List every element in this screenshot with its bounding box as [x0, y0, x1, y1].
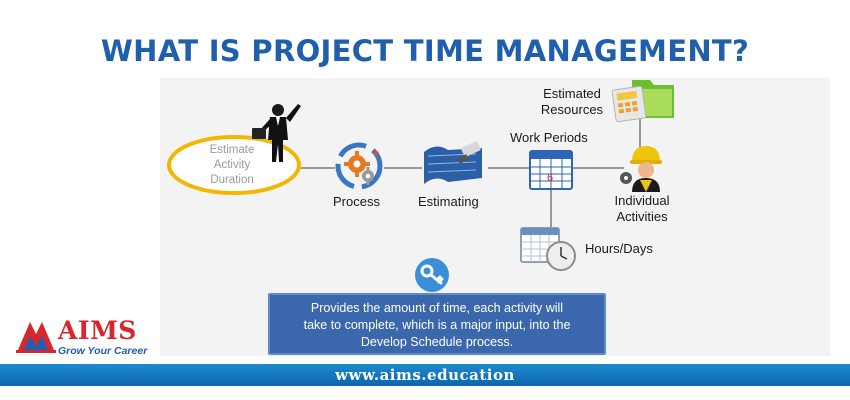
blueprint-icon: [424, 141, 482, 184]
estimated-resources-line-2: Resources: [540, 102, 604, 117]
folder-calculator-icon: [611, 80, 674, 123]
logo-name: AIMS: [58, 316, 137, 345]
calendar-icon: 6: [529, 150, 573, 190]
page-title: WHAT IS PROJECT TIME MANAGEMENT?: [100, 34, 750, 68]
individual-activities-line-1: Individual: [614, 193, 670, 208]
info-box: Provides the amount of time, each activi…: [268, 293, 606, 355]
info-line-3: Develop Schedule process.: [360, 335, 514, 349]
estimated-resources-label: Estimated Resources: [540, 86, 604, 118]
worker-icon: [620, 146, 662, 192]
key-icon: [415, 258, 449, 292]
process-label: Process: [333, 194, 380, 209]
footer-url[interactable]: www.aims.education: [335, 366, 515, 384]
footer-bottom-strip: [0, 386, 850, 400]
individual-activities-line-2: Activities: [616, 209, 668, 224]
svg-text:6: 6: [547, 172, 553, 184]
footer-bar: www.aims.education: [0, 364, 850, 386]
hours-days-label: Hours/Days: [585, 241, 653, 256]
estimate-line-1: Estimate: [209, 144, 255, 156]
estimate-duration-ring: [167, 135, 301, 195]
work-periods-label: Work Periods: [510, 130, 588, 145]
info-line-1: Provides the amount of time, each activi…: [310, 301, 564, 315]
individual-activities-label: Individual Activities: [610, 193, 674, 225]
gears-icon: [335, 142, 383, 190]
logo-tagline: Grow Your Career: [58, 345, 148, 357]
estimating-label: Estimating: [418, 194, 479, 209]
estimate-activity-duration-label: Estimate Activity Duration: [176, 143, 288, 188]
estimate-line-3: Duration: [210, 174, 254, 186]
estimate-line-2: Activity: [213, 159, 251, 171]
info-line-2: take to complete, which is a major input…: [303, 318, 571, 332]
businessman-icon: [252, 104, 301, 162]
estimated-resources-line-1: Estimated: [543, 86, 601, 101]
calendar-clock-icon: [520, 227, 576, 271]
aims-emblem-icon: [16, 322, 56, 353]
